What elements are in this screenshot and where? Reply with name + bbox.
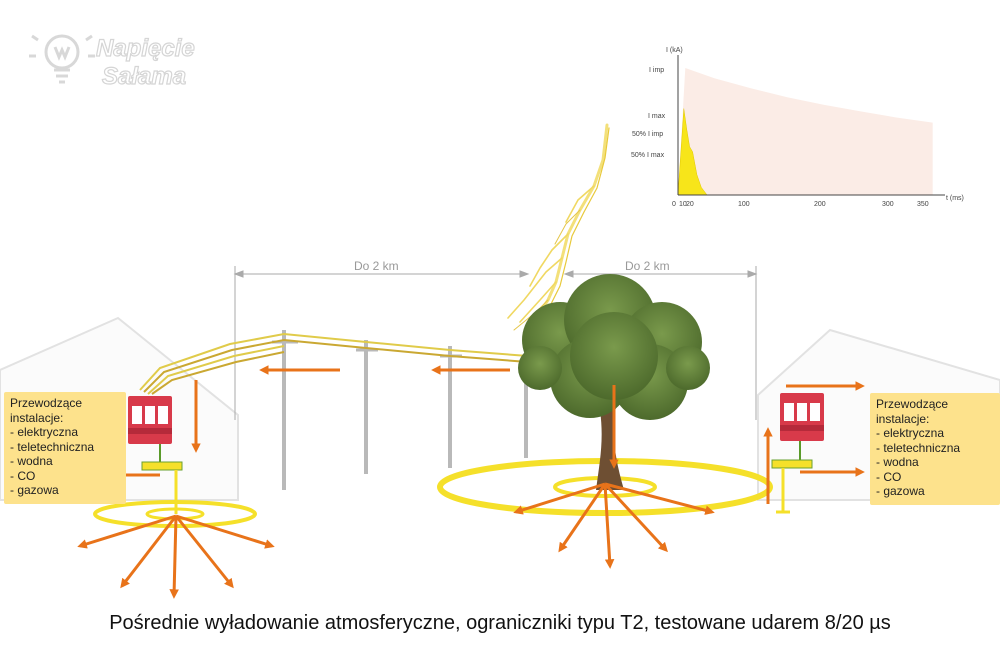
ytick-label-1: I max — [648, 113, 666, 120]
spd-left — [128, 396, 183, 514]
ytick-label-2: 50% I imp — [632, 131, 663, 138]
chart-ylabel: I (kA) — [666, 47, 683, 54]
distance-marker-left — [233, 266, 530, 420]
distance-label-right: Do 2 km — [625, 259, 670, 273]
installation-item: - CO — [10, 468, 36, 483]
xtick-10: 10 — [679, 201, 687, 208]
installations-header-line1: Przewodzące — [10, 396, 83, 410]
spd-right — [771, 393, 824, 514]
tree — [518, 274, 710, 490]
installation-item: - elektryczna — [10, 425, 79, 439]
installation-item: - teletechniczna — [876, 440, 961, 455]
xtick-100: 100 — [738, 201, 750, 208]
diagram-caption: Pośrednie wyładowanie atmosferyczne, ogr… — [109, 612, 891, 634]
installations-header-line2: instalacje: — [10, 410, 64, 425]
installation-item: - teletechniczna — [10, 439, 95, 454]
logo-line1: Napięcie — [96, 35, 195, 62]
installation-item: - wodna — [10, 454, 53, 468]
installations-header-line1: Przewodzące — [876, 397, 949, 411]
ytick-label-3: 50% I max — [631, 152, 665, 159]
distance-marker-right — [563, 266, 758, 420]
xtick-300: 300 — [882, 201, 894, 208]
installations-box-right: Przewodzące instalacje: - elektryczna - … — [870, 393, 1000, 505]
installation-item: - elektryczna — [876, 426, 945, 440]
overhead-line — [139, 332, 529, 395]
xtick-20: 20 — [686, 201, 694, 208]
xtick-200: 200 — [814, 201, 826, 208]
ytick-label-0: I imp — [649, 67, 664, 74]
chart-curve-10-350 — [678, 68, 933, 195]
logo-line2: Sałama — [102, 63, 186, 90]
installation-item: - wodna — [876, 455, 919, 469]
xtick-350: 350 — [917, 201, 929, 208]
installation-item: - gazowa — [876, 484, 925, 498]
installation-item: - gazowa — [10, 483, 59, 497]
xtick-0: 0 — [672, 201, 676, 208]
current-arrows — [77, 365, 865, 599]
installation-item: - CO — [876, 469, 902, 484]
impulse-chart: I (kA) t (ms) I imp I max 50% I imp 50% … — [631, 47, 964, 208]
chart-curve-8-20 — [677, 108, 708, 196]
installations-header-line2: instalacje: — [876, 411, 930, 426]
distance-label-left: Do 2 km — [354, 259, 399, 273]
chart-xlabel: t (ms) — [946, 195, 964, 202]
installations-box-left: Przewodzące instalacje: - elektryczna - … — [4, 392, 126, 504]
logo: Napięcie Sałama — [29, 34, 195, 91]
bulb-icon — [29, 34, 95, 84]
